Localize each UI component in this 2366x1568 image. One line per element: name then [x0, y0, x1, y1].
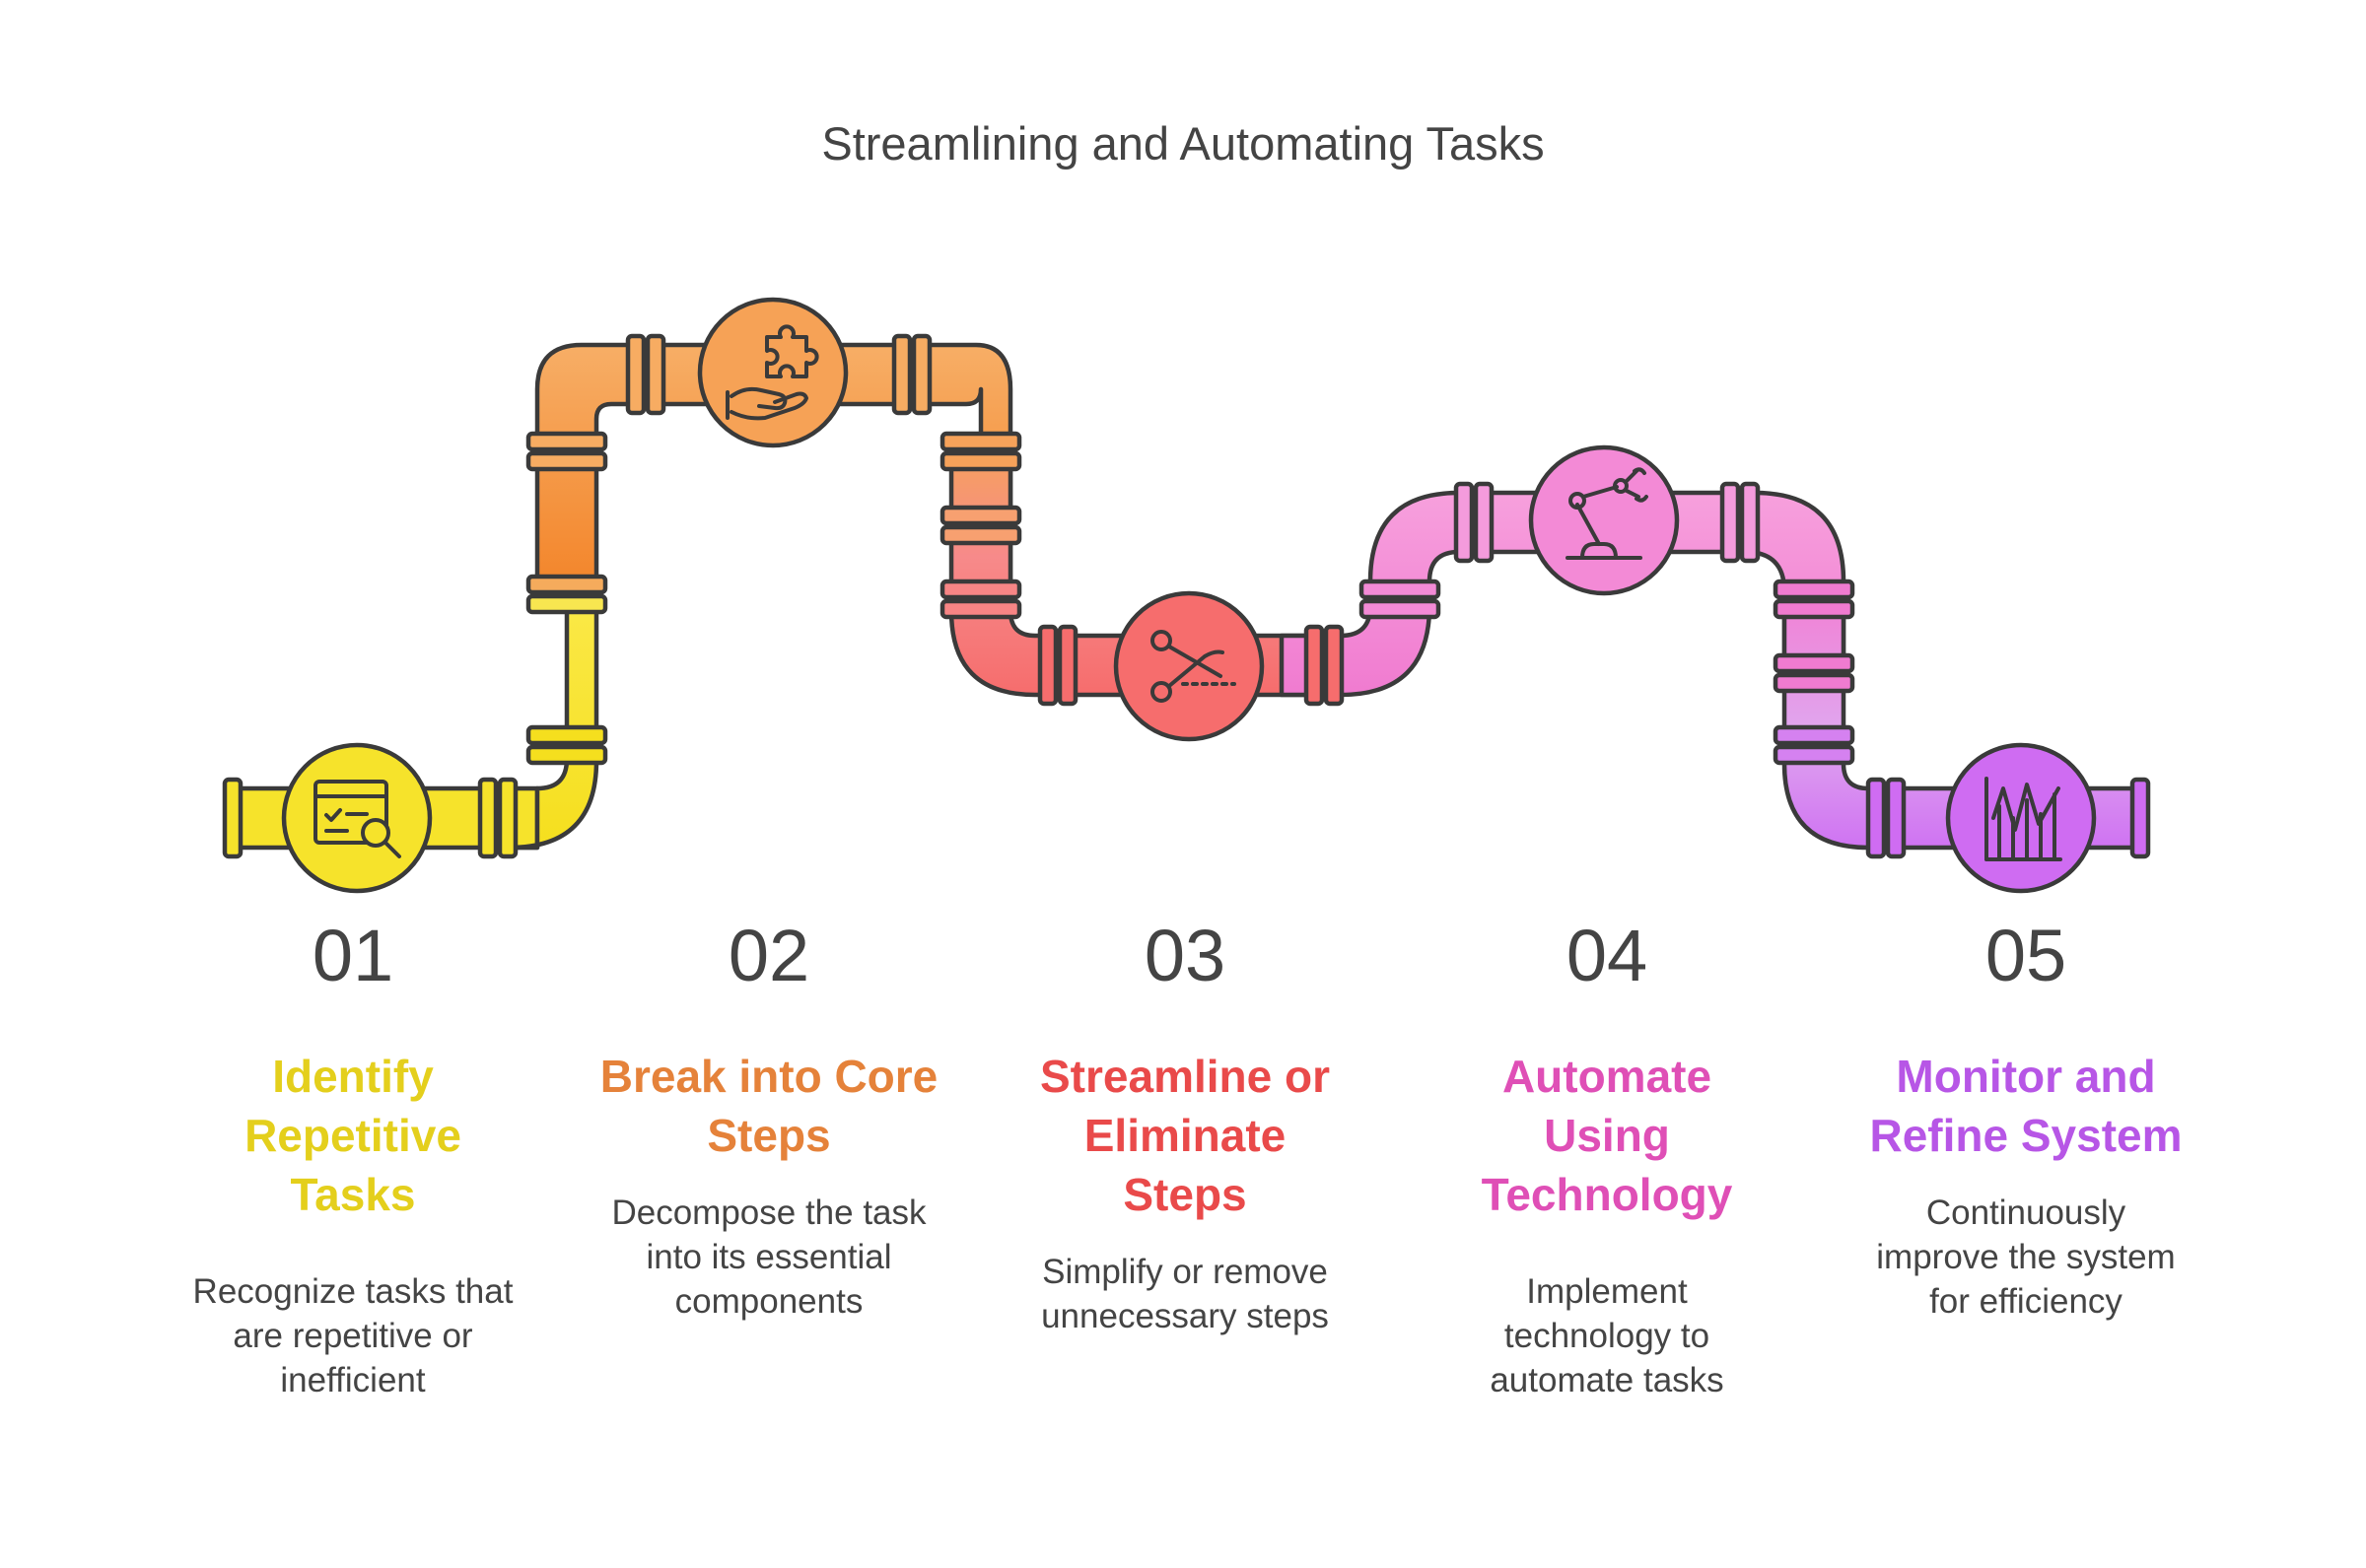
step-number: 02: [728, 915, 810, 996]
coupling: [222, 777, 244, 859]
step-heading: Monitor and Refine System: [1869, 1051, 2183, 1161]
coupling: [525, 574, 608, 595]
step-number: 01: [312, 915, 394, 996]
coupling: [1773, 672, 1855, 694]
coupling: [1885, 777, 1907, 859]
coupling: [1865, 777, 1887, 859]
coupling: [939, 505, 1022, 526]
pipe-segment-1-riser: [507, 579, 599, 851]
coupling: [939, 579, 1022, 600]
coupling: [497, 777, 519, 859]
step-description: Recognize tasks that are repetitive or i…: [192, 1272, 514, 1399]
coupling: [1037, 624, 1059, 707]
step-heading: Break into Core Steps: [599, 1051, 939, 1161]
step-heading: Identify Repetitive Tasks: [244, 1051, 461, 1220]
coupling: [1453, 481, 1475, 564]
step-5: 05 Monitor and Refine System Continuousl…: [1839, 917, 2213, 1324]
step-2: 02 Break into Core Steps Decompose the t…: [577, 917, 961, 1324]
step-description: Implement technology to automate tasks: [1490, 1272, 1724, 1399]
analytics-chart-icon: [1984, 777, 2062, 861]
checklist-search-icon: [313, 780, 401, 858]
step-node-5: [1945, 742, 2097, 894]
coupling: [525, 450, 608, 472]
coupling: [939, 524, 1022, 546]
coupling: [939, 450, 1022, 472]
step-number: 03: [1144, 915, 1226, 996]
coupling: [891, 333, 913, 416]
coupling: [1739, 481, 1761, 564]
coupling: [525, 744, 608, 766]
coupling: [1773, 724, 1855, 746]
scissors-icon: [1150, 630, 1236, 703]
step-description: Simplify or remove unnecessary steps: [1041, 1253, 1329, 1335]
coupling: [1358, 579, 1441, 600]
step-number: 05: [1984, 915, 2067, 996]
robot-arm-icon: [1566, 467, 1648, 560]
step-heading: Streamline or Eliminate Steps: [1040, 1051, 1330, 1220]
puzzle-hand-icon: [726, 324, 819, 421]
coupling: [2129, 777, 2151, 859]
step-node-3: [1113, 590, 1265, 742]
step-description: Continuously improve the system for effi…: [1876, 1193, 2176, 1321]
step-4: 04 Automate Using Technology Implement t…: [1425, 917, 1789, 1402]
coupling: [477, 777, 499, 859]
step-node-4: [1528, 444, 1680, 596]
coupling: [525, 724, 608, 746]
coupling: [1057, 624, 1079, 707]
coupling: [939, 598, 1022, 620]
coupling: [1773, 744, 1855, 766]
step-3: 03 Streamline or Eliminate Steps Simplif…: [998, 917, 1372, 1338]
coupling: [525, 593, 608, 615]
step-node-2: [697, 297, 849, 448]
coupling: [911, 333, 933, 416]
coupling: [645, 333, 666, 416]
coupling: [1358, 598, 1441, 620]
step-number: 04: [1566, 915, 1648, 996]
coupling: [525, 431, 608, 452]
coupling: [1773, 652, 1855, 674]
step-node-1: [281, 742, 433, 894]
coupling: [939, 431, 1022, 452]
coupling: [1473, 481, 1495, 564]
coupling: [1773, 579, 1855, 600]
step-description: Decompose the task into its essential co…: [611, 1193, 927, 1321]
coupling: [1773, 598, 1855, 620]
pipe-couplings: [222, 333, 2151, 859]
coupling: [1303, 624, 1325, 707]
diagram-title: Streamlining and Automating Tasks: [821, 117, 1545, 170]
coupling: [625, 333, 647, 416]
coupling: [1323, 624, 1345, 707]
coupling: [1719, 481, 1741, 564]
step-heading: Automate Using Technology: [1481, 1051, 1733, 1220]
step-1: 01 Identify Repetitive Tasks Recognize t…: [166, 917, 540, 1402]
